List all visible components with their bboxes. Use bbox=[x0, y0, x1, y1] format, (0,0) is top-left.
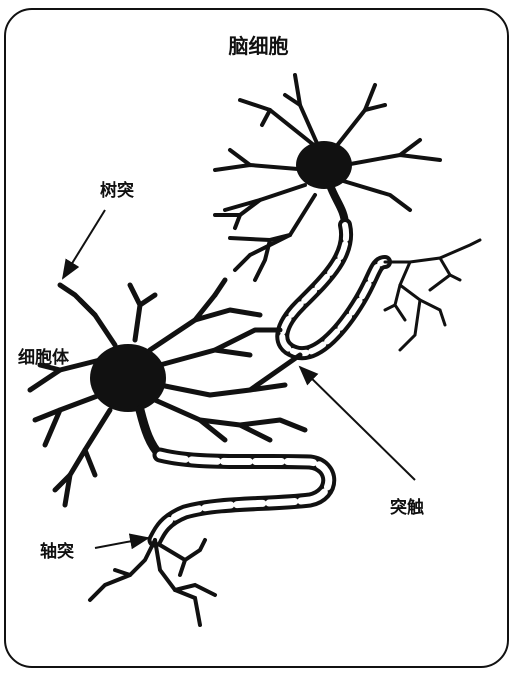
soma-label: 细胞体 bbox=[18, 343, 69, 368]
axon-label: 轴突 bbox=[40, 537, 74, 562]
dendrite-arrow bbox=[63, 210, 105, 278]
lower-neuron bbox=[30, 280, 305, 505]
lower-axon-terminals bbox=[90, 540, 215, 625]
upper-neuron bbox=[215, 75, 440, 280]
upper-neuron-soma bbox=[296, 141, 352, 189]
lower-axon bbox=[155, 455, 329, 540]
lower-neuron-soma bbox=[90, 344, 166, 412]
upper-axon-terminals bbox=[385, 240, 480, 350]
diagram-title: 脑细胞 bbox=[0, 30, 517, 59]
axon-arrow bbox=[95, 538, 148, 548]
upper-axon bbox=[282, 225, 385, 353]
synapse-label: 突触 bbox=[390, 493, 424, 518]
lower-neuron-dendrites bbox=[30, 280, 305, 505]
dendrite-label: 树突 bbox=[100, 176, 134, 201]
